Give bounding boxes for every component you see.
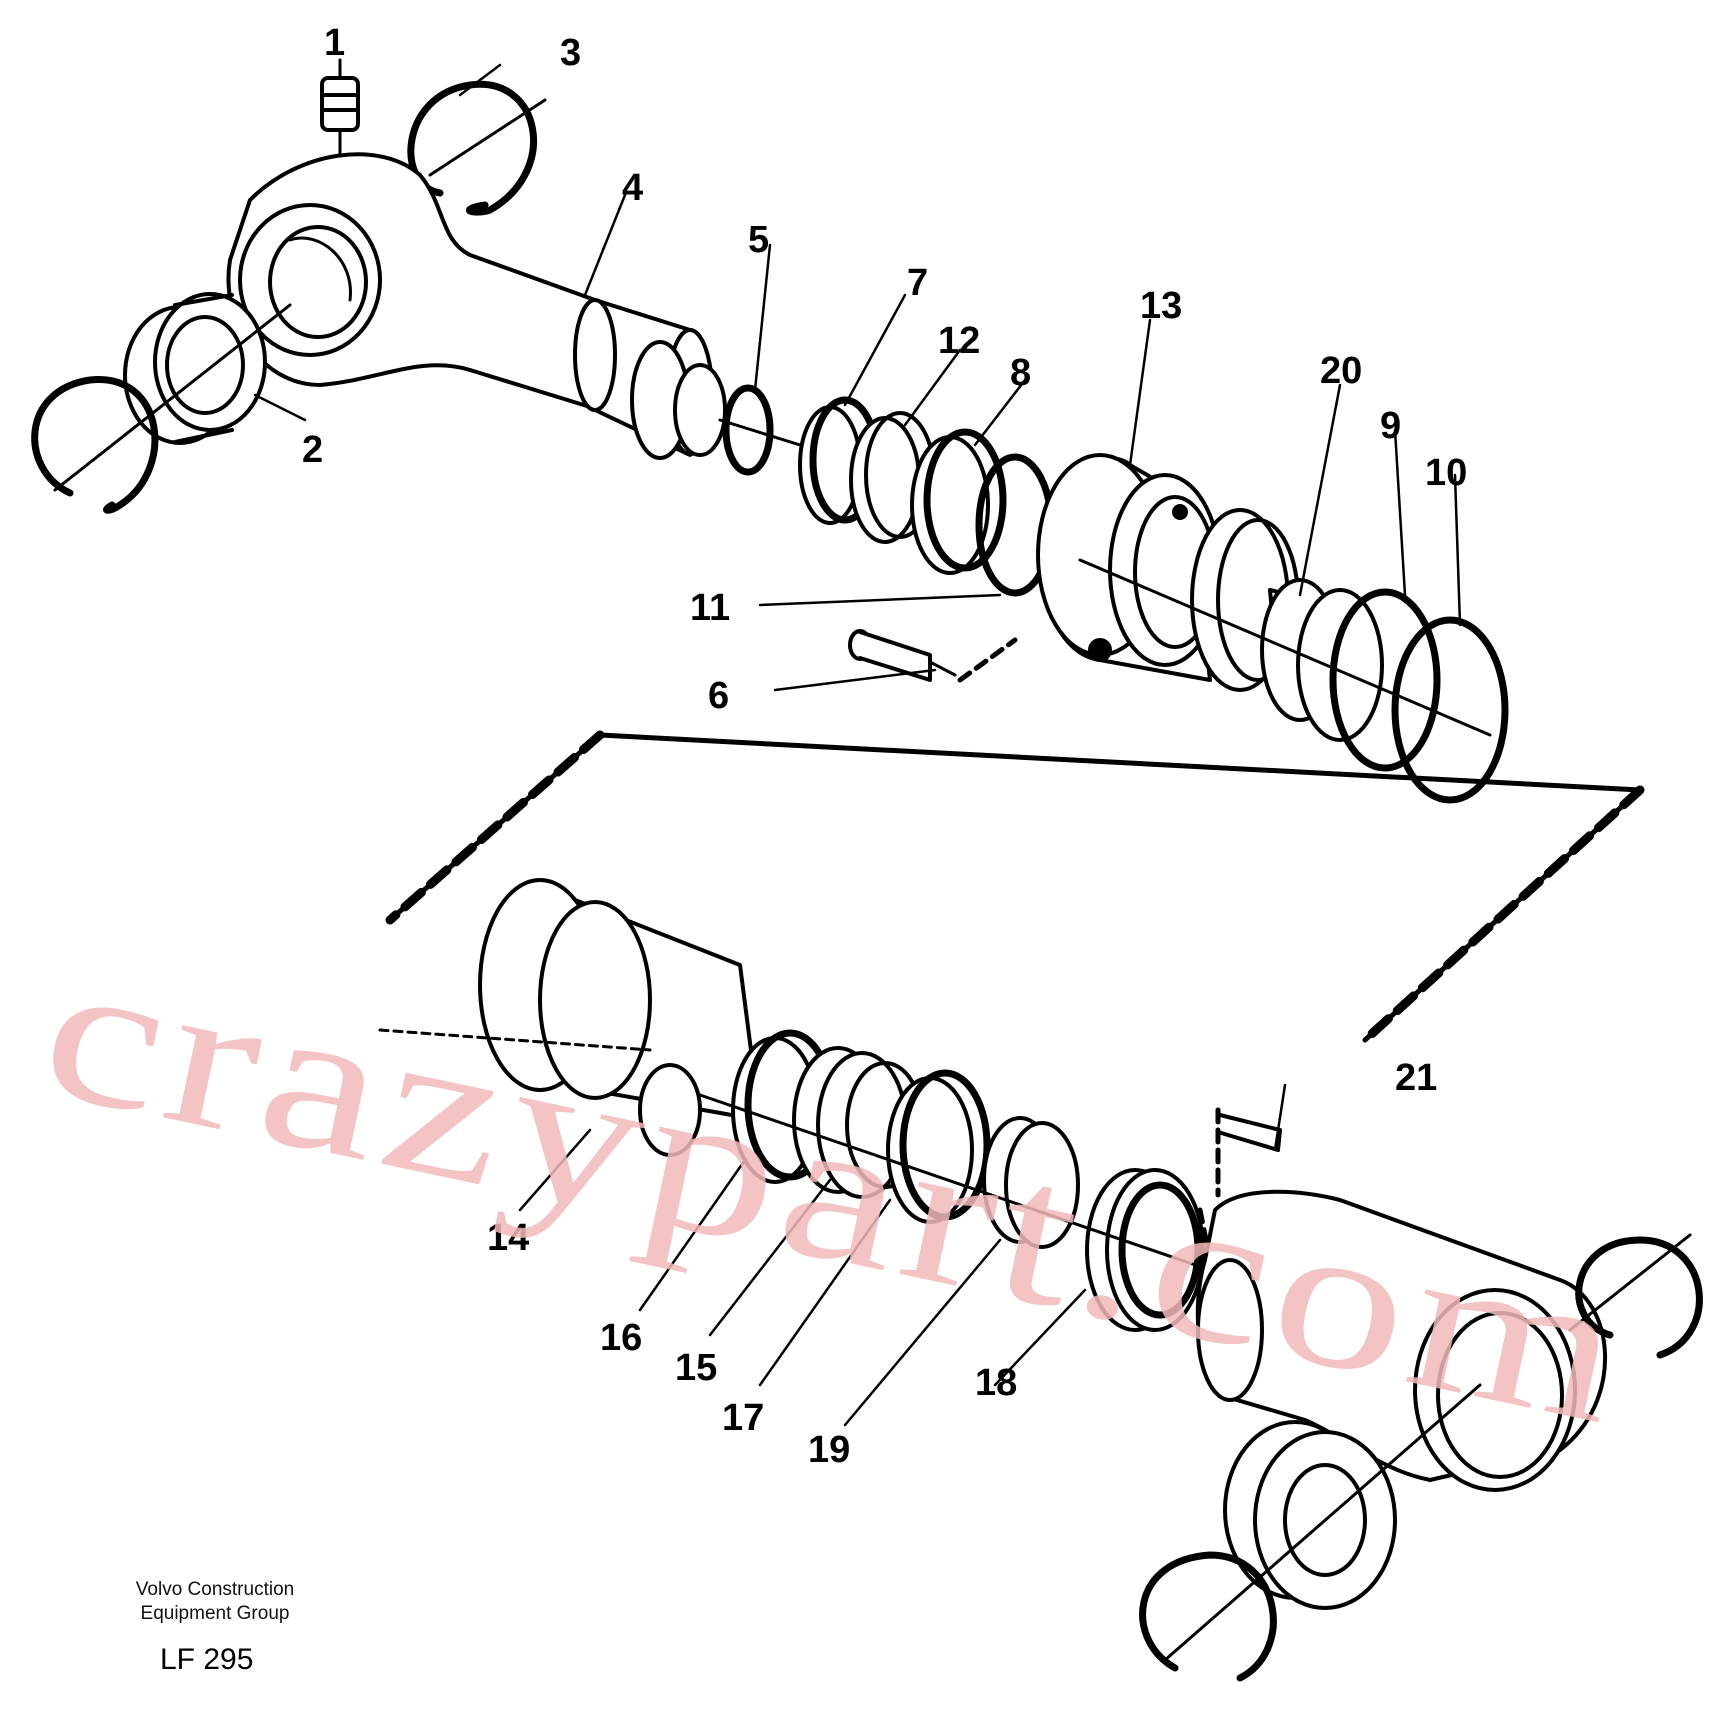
callout-4: 4 [622, 167, 643, 209]
seal-5 [722, 384, 774, 476]
callout-14: 14 [487, 1217, 529, 1259]
circlip-top [407, 80, 538, 216]
ring-18 [1085, 1168, 1205, 1332]
spherical-bushing [123, 292, 267, 445]
figure-id: LF 295 [160, 1643, 254, 1676]
cylinder-head [1036, 453, 1222, 682]
callout-15: 15 [675, 1347, 717, 1389]
lock-screw-21 [1197, 1107, 1282, 1263]
callout-7: 7 [907, 262, 928, 304]
circlip-bottom [1139, 1551, 1277, 1682]
watermark-text: crazypart.com [26, 912, 1648, 1469]
callout-5: 5 [748, 219, 769, 261]
circlip-left [31, 376, 159, 514]
circlip-right [1575, 1236, 1703, 1359]
callout-17: 17 [722, 1397, 764, 1439]
leader-lines [253, 63, 1462, 1427]
callout-12: 12 [938, 320, 980, 362]
credit-line-2: Equipment Group [140, 1603, 290, 1624]
callout-11: 11 [690, 587, 730, 629]
seal-10 [1391, 616, 1509, 804]
callout-6: 6 [708, 675, 729, 717]
credit-line-1: Volvo Construction [135, 1579, 295, 1600]
callout-1: 1 [324, 22, 345, 64]
seal-17 [886, 1069, 991, 1224]
rod-eye [226, 152, 602, 412]
piston-rod [573, 298, 727, 460]
callout-3: 3 [560, 32, 581, 74]
callout-18: 18 [975, 1362, 1017, 1404]
lock-screw [848, 629, 1018, 683]
piston-seal-15 [792, 1046, 925, 1199]
callout-19: 19 [808, 1429, 850, 1471]
credit-block: Volvo Construction Equipment Group [100, 1578, 330, 1626]
callout-8: 8 [1010, 352, 1031, 394]
callout-9: 9 [1380, 405, 1401, 447]
cylinder-bottom-eye [1195, 1189, 1607, 1492]
callout-13: 13 [1140, 285, 1182, 327]
callout-10: 10 [1425, 452, 1467, 494]
seal-9 [1329, 588, 1441, 772]
callout-20: 20 [1320, 350, 1362, 392]
callout-numbers: 1 2 3 4 5 6 7 8 9 10 11 12 13 14 15 16 1… [302, 22, 1467, 1471]
callout-2: 2 [302, 429, 323, 471]
callout-16: 16 [600, 1317, 642, 1359]
seal-8 [910, 428, 1007, 575]
callout-21: 21 [1395, 1057, 1437, 1099]
bottom-bushing [1223, 1420, 1397, 1610]
bushing-20 [1260, 578, 1384, 742]
